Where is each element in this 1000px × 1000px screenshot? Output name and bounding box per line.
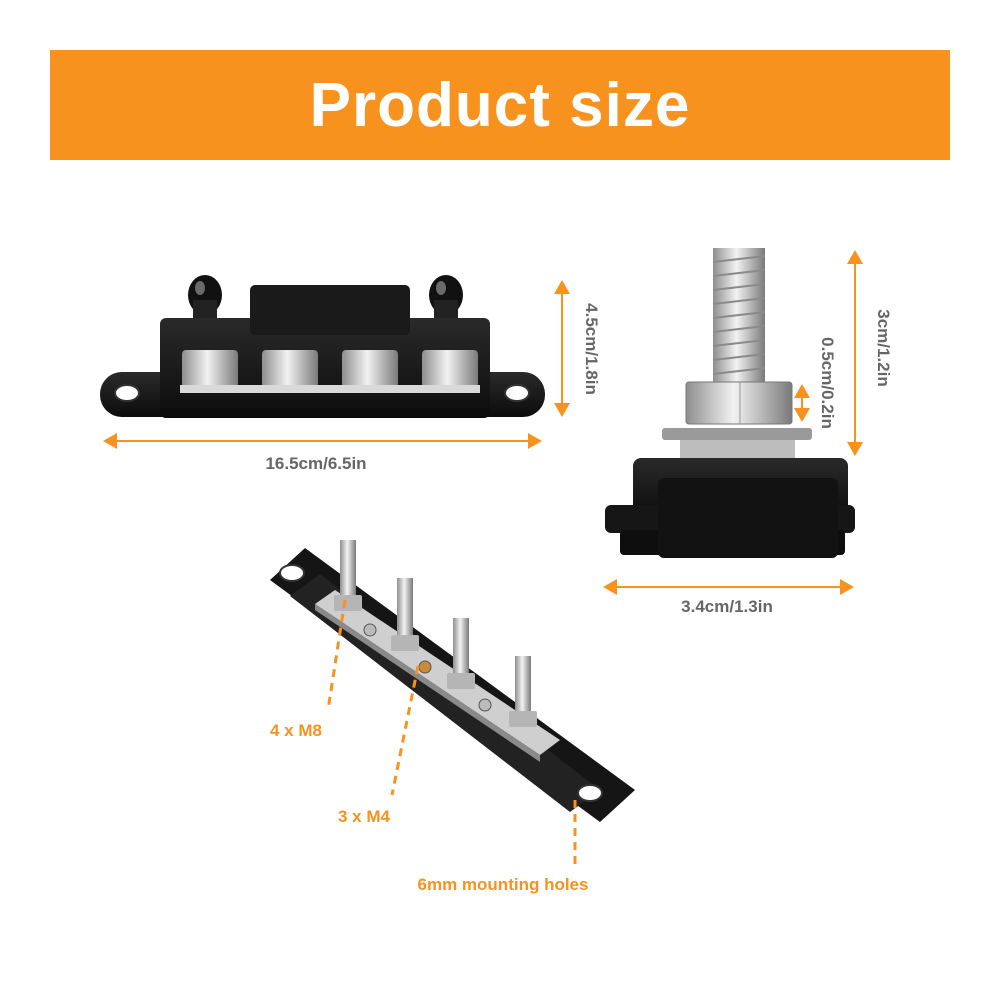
height-label: 4.5cm/1.8in — [582, 303, 601, 395]
m4-callout: 3 x M4 — [338, 807, 391, 826]
busbar-front-view — [100, 275, 545, 418]
title-banner: Product size — [50, 50, 950, 160]
width-label: 3.4cm/1.3in — [681, 597, 773, 616]
stud-side-view — [605, 248, 855, 558]
holes-callout: 6mm mounting holes — [418, 875, 589, 894]
length-label: 16.5cm/6.5in — [265, 454, 366, 473]
page-title: Product size — [309, 70, 691, 140]
stud-height-label: 3cm/1.2in — [874, 309, 893, 387]
busbar-perspective-view — [270, 540, 635, 822]
nut-height-label: 0.5cm/0.2in — [818, 337, 837, 429]
m8-leader-line — [326, 599, 347, 711]
m4-leader-line — [390, 665, 420, 796]
m8-callout: 4 x M8 — [270, 721, 322, 740]
